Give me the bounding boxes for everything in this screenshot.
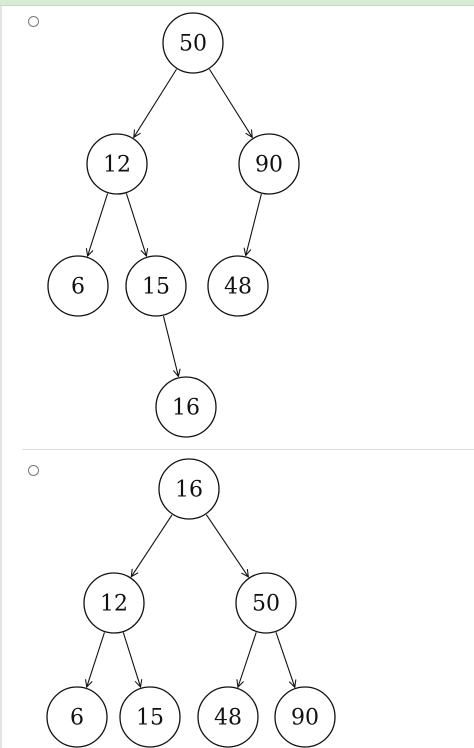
node-label: 50 bbox=[179, 32, 207, 57]
node-label: 50 bbox=[252, 592, 280, 617]
option-divider bbox=[22, 449, 474, 450]
node-label: 12 bbox=[100, 592, 128, 617]
node-circle bbox=[207, 255, 269, 317]
tree-node-15: 15 bbox=[125, 255, 187, 317]
node-circle bbox=[162, 12, 224, 74]
answer-option-1-radio[interactable] bbox=[28, 16, 39, 27]
node-circle bbox=[125, 255, 187, 317]
edge-16-to-50 bbox=[205, 514, 248, 577]
node-label: 15 bbox=[136, 706, 164, 731]
node-circle bbox=[238, 133, 300, 195]
node-label: 48 bbox=[214, 706, 242, 731]
edge-50-to-90 bbox=[209, 68, 252, 137]
node-label: 16 bbox=[175, 478, 203, 503]
node-circle bbox=[155, 376, 217, 438]
node-label: 90 bbox=[291, 706, 319, 731]
tree-node-6: 6 bbox=[46, 686, 108, 748]
node-label: 12 bbox=[103, 153, 131, 178]
node-circle bbox=[83, 572, 145, 634]
node-circle bbox=[158, 458, 220, 520]
node-circle bbox=[119, 686, 181, 748]
tree-node-16: 16 bbox=[155, 376, 217, 438]
edge-12-to-15 bbox=[125, 193, 146, 256]
node-label: 6 bbox=[71, 275, 85, 300]
node-label: 90 bbox=[255, 153, 283, 178]
tree-node-15: 15 bbox=[119, 686, 181, 748]
node-label: 16 bbox=[172, 396, 200, 421]
edge-12-to-6 bbox=[88, 193, 109, 256]
edge-15-to-16 bbox=[162, 315, 178, 376]
tree-node-48: 48 bbox=[197, 686, 259, 748]
tree-node-50: 50 bbox=[162, 12, 224, 74]
node-circle bbox=[86, 133, 148, 195]
node-circle bbox=[47, 255, 109, 317]
edge-12-to-15 bbox=[122, 632, 140, 687]
tree-node-12: 12 bbox=[83, 572, 145, 634]
tree-node-12: 12 bbox=[86, 133, 148, 195]
edge-50-to-48 bbox=[238, 632, 257, 687]
edge-12-to-6 bbox=[87, 632, 105, 687]
answer-option-1-tree-diagram: 50 12 90 6 15 48 16 bbox=[47, 12, 300, 438]
tree-node-6: 6 bbox=[47, 255, 109, 317]
node-circle bbox=[46, 686, 108, 748]
left-border bbox=[0, 6, 2, 748]
edge-90-to-48 bbox=[246, 193, 262, 255]
top-accent-bar bbox=[0, 0, 474, 6]
node-circle bbox=[235, 572, 297, 634]
tree-node-90: 90 bbox=[238, 133, 300, 195]
edge-50-to-90 bbox=[275, 632, 295, 687]
node-label: 6 bbox=[70, 706, 84, 731]
node-circle bbox=[197, 686, 259, 748]
node-label: 15 bbox=[142, 275, 170, 300]
node-circle bbox=[274, 686, 336, 748]
tree-node-48: 48 bbox=[207, 255, 269, 317]
tree-node-16: 16 bbox=[158, 458, 220, 520]
answer-option-2-radio[interactable] bbox=[28, 465, 39, 476]
edge-50-to-12 bbox=[134, 68, 177, 137]
edge-16-to-12 bbox=[131, 514, 173, 577]
tree-node-90: 90 bbox=[274, 686, 336, 748]
node-label: 48 bbox=[224, 275, 252, 300]
tree-node-50: 50 bbox=[235, 572, 297, 634]
